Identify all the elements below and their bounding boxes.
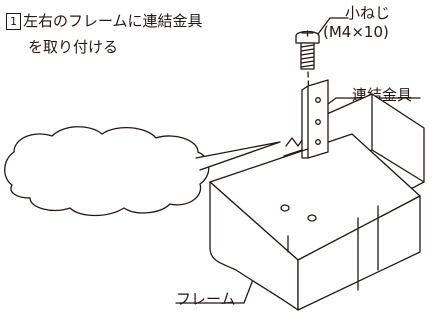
frame-hole-left xyxy=(280,204,290,212)
screw-label: 小ねじ xyxy=(345,4,391,22)
frame-hole-right xyxy=(307,214,317,222)
step-line-1: 左右のフレームに連結金具 xyxy=(23,12,203,30)
step-line-2: を取り付ける xyxy=(28,38,119,56)
screw-drawing xyxy=(295,30,320,70)
bracket-label: 連結金具 xyxy=(352,86,413,104)
callout-bubble xyxy=(4,126,210,217)
frame-label: フレーム xyxy=(176,290,236,308)
bracket-drawing xyxy=(283,79,329,159)
callout-line-1: 上穴には連結金具の突起 xyxy=(14,153,180,171)
screw-spec-label: (M4×10) xyxy=(323,23,389,41)
main-frame xyxy=(209,133,421,311)
callout-pointer xyxy=(195,141,281,171)
callout-line-2: を引っかけてください xyxy=(14,176,164,194)
guide-line-upper xyxy=(307,71,313,201)
cross-frame xyxy=(317,93,425,207)
step-number: 1 xyxy=(6,13,21,30)
